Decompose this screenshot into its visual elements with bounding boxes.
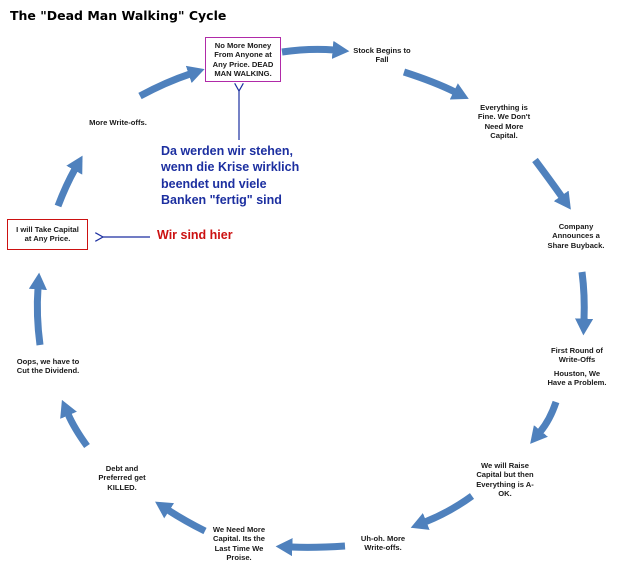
cycle-arrow-9 bbox=[60, 399, 90, 449]
cycle-arrow-1 bbox=[281, 40, 350, 59]
cycle-arrow-2 bbox=[402, 68, 469, 100]
cycle-arrow-6 bbox=[410, 493, 475, 530]
step-take-capital-any-price: I will Take Capital at Any Price. bbox=[7, 219, 88, 250]
cycle-arrow-12 bbox=[138, 65, 205, 100]
step-more-write-offs: More Write-offs. bbox=[89, 118, 147, 127]
step-first-round-write-offs: First Round of Write-Offs bbox=[551, 346, 603, 365]
diagram-title: The "Dead Man Walking" Cycle bbox=[10, 8, 227, 23]
step-share-buyback: Company Announces a Share Buyback. bbox=[547, 222, 605, 250]
step-raise-capital: We will Raise Capital but then Everythin… bbox=[476, 461, 534, 498]
cycle-arrow-7 bbox=[275, 537, 346, 557]
cycle-arrow-4 bbox=[574, 271, 594, 336]
step-everything-is-fine: Everything is Fine. We Don't Need More C… bbox=[477, 103, 531, 140]
annotation-red-note: Wir sind hier bbox=[157, 228, 233, 242]
step-need-more-capital: We Need More Capital. Its the Last Time … bbox=[212, 525, 266, 562]
cycle-arrow-5 bbox=[530, 400, 560, 444]
step-stock-begins-to-fall: Stock Begins to Fall bbox=[353, 46, 411, 65]
cycle-arrow-3 bbox=[532, 157, 571, 210]
cycle-arrow-11 bbox=[54, 155, 83, 208]
cycle-arrow-8 bbox=[155, 501, 207, 535]
step-debt-preferred-killed: Debt and Preferred get KILLED. bbox=[98, 464, 146, 492]
annotation-blue-note: Da werden wir stehen, wenn die Krise wir… bbox=[161, 144, 300, 207]
step-houston-problem: Houston, We Have a Problem. bbox=[547, 369, 607, 388]
step-cut-dividend: Oops, we have to Cut the Dividend. bbox=[16, 357, 80, 376]
step-no-more-money: No More Money From Anyone at Any Price. … bbox=[205, 37, 281, 82]
step-uh-oh-more-write-offs: Uh-oh. More Write-offs. bbox=[360, 534, 406, 553]
cycle-arrow-10 bbox=[28, 272, 47, 346]
